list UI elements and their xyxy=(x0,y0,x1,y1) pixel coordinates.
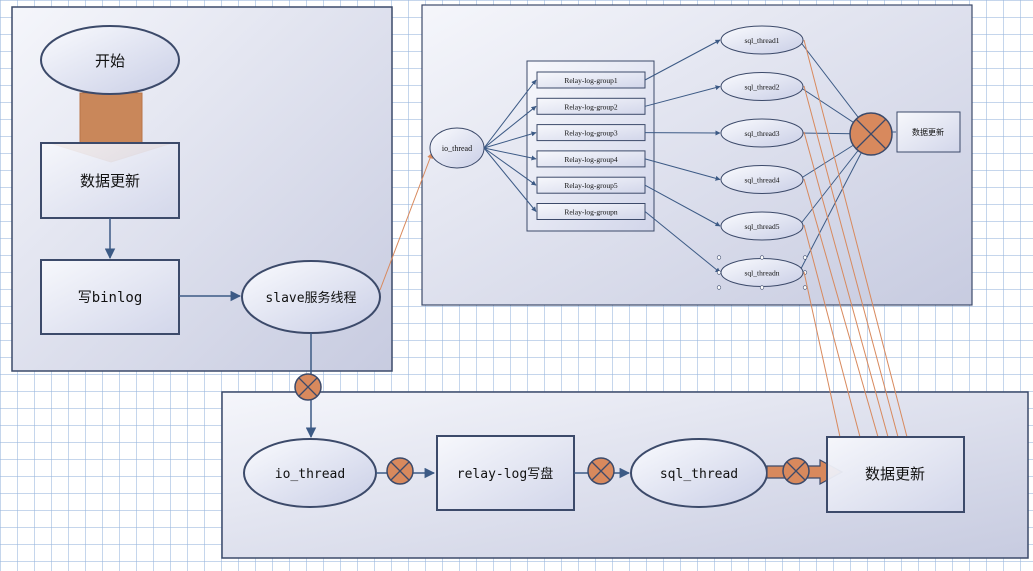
connector-io-group xyxy=(483,147,537,186)
sql-thread-node[interactable] xyxy=(720,25,804,55)
sql-thread-layer: sql_thread1 sql_thread2 sql_thread3 sql_thr… xyxy=(644,25,872,290)
orange-link-parallel xyxy=(379,152,433,291)
connector-io-group xyxy=(483,79,537,149)
p-data-update-box[interactable] xyxy=(896,111,961,153)
junction-x-4 xyxy=(782,457,810,485)
start-label: 开始 xyxy=(95,52,125,70)
sql-thread-node[interactable] xyxy=(720,211,804,241)
sql-thread-label: sql_thread3 xyxy=(745,129,780,138)
data-update-label: 数据更新 xyxy=(80,172,140,190)
relay-write-label: relay-log写盘 xyxy=(457,466,553,482)
connector-group-sql xyxy=(644,158,721,181)
connector-group-sql xyxy=(644,39,721,81)
s-data-update-label: 数据更新 xyxy=(865,465,925,483)
sql-thread-label: sql_thread5 xyxy=(745,222,780,231)
connector-group-sql xyxy=(644,211,721,273)
selection-handle[interactable] xyxy=(716,270,722,275)
relay-group-label: Relay-log-group2 xyxy=(564,102,618,111)
relay-group-label: Relay-log-group3 xyxy=(564,129,618,138)
s-sql-thread-label: sql_thread xyxy=(660,467,738,482)
relay-group-container xyxy=(526,60,655,232)
p-io-thread-label: io_thread xyxy=(442,144,472,153)
p-data-update-label: 数据更新 xyxy=(912,127,944,137)
junction-x-2 xyxy=(386,457,414,485)
relay-group-label: Relay-log-groupn xyxy=(564,208,618,217)
orange-fan-lines xyxy=(803,39,908,438)
start-node[interactable] xyxy=(40,25,180,95)
sql-thread-label: sql_thread1 xyxy=(745,36,780,45)
sql-thread-label: sql_threadn xyxy=(745,269,780,278)
selection-handle[interactable] xyxy=(716,255,722,260)
sql-thread-label: sql_thread4 xyxy=(745,176,780,185)
connector-group-sql xyxy=(644,184,721,227)
selection-handle[interactable] xyxy=(759,285,765,290)
relay-group-layer: Relay-log-group1Relay-log-group2Relay-lo… xyxy=(483,71,646,220)
selection-handle[interactable] xyxy=(759,255,765,260)
data-update-box[interactable] xyxy=(40,142,180,219)
connector-group-sql xyxy=(644,85,721,107)
junction-x-1 xyxy=(294,373,322,401)
junction-x-3 xyxy=(587,457,615,485)
slave-thread-label: slave服务线程 xyxy=(265,290,356,306)
write-binlog-label: 写binlog xyxy=(78,290,143,306)
relay-group-label: Relay-log-group5 xyxy=(564,181,618,190)
sql-thread-node[interactable] xyxy=(720,165,804,194)
s-data-update-box[interactable] xyxy=(826,436,965,513)
relay-group-label: Relay-log-group4 xyxy=(564,155,618,164)
sql-thread-label: sql_thread2 xyxy=(745,83,780,92)
merge-junction xyxy=(849,112,893,156)
selection-handle[interactable] xyxy=(802,255,808,260)
write-binlog-box[interactable] xyxy=(40,259,180,335)
connector-io-group xyxy=(483,147,537,161)
selection-handle[interactable] xyxy=(802,285,808,290)
panel-parallel xyxy=(421,4,973,306)
connector-io-group xyxy=(483,131,537,149)
sql-thread-node[interactable] xyxy=(720,118,804,148)
sql-thread-node[interactable] xyxy=(720,72,804,101)
selection-handle[interactable] xyxy=(716,285,722,290)
s-io-thread-label: io_thread xyxy=(275,467,345,482)
relay-group-label: Relay-log-group1 xyxy=(564,76,618,85)
connector-io-group xyxy=(483,105,537,149)
connector-io-group xyxy=(483,147,537,212)
